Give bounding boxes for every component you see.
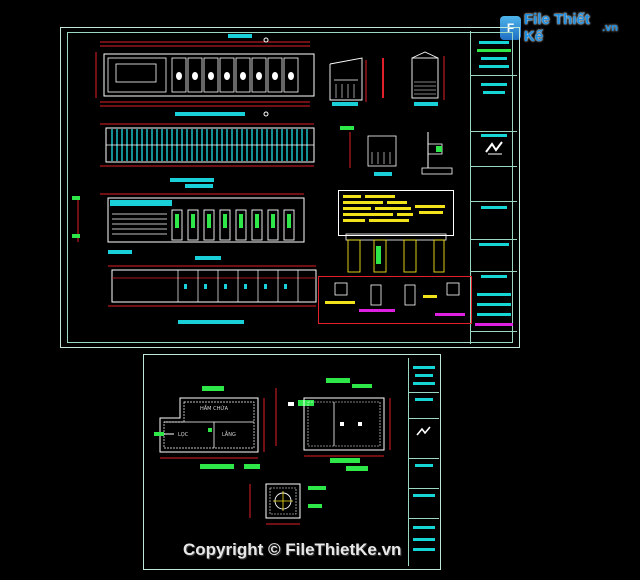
sheet-1-inner-border [67,32,513,343]
manhole-detail [249,483,326,525]
room-label-tank: HẦM CHỨA [200,406,229,412]
logo-text: File Thiết Kế [524,11,590,45]
room-label-lang: LẮNG [222,432,236,438]
foundation-details [318,276,472,324]
partition-detail [340,126,397,176]
drawing-sheet-1 [60,27,520,348]
rear-elevation [108,265,317,307]
front-elevation [72,193,305,243]
room-label-loc: LỌC [178,432,189,438]
wall-section-detail [329,57,367,106]
filethietke-logo: F File Thiết Kế .vn [500,11,618,45]
sheet-1-title-block [470,31,517,344]
door-detail [411,51,445,106]
drawing-sheet-2 [143,354,441,570]
copyright-watermark: Copyright © FileThietKe.vn [183,540,402,559]
sink-detail [421,132,453,175]
logo-badge-icon: F [500,16,522,40]
roof-plan [100,123,315,167]
signature-stamp-icon [485,141,503,155]
septic-tank-plan [154,386,265,459]
general-notes-block [338,190,454,236]
sheet-2-title-block [408,358,439,566]
door-frame-elevation [345,233,447,273]
signature-stamp-icon-2 [416,426,431,436]
septic-tank-section [275,378,391,457]
toilet-floor-plan [95,37,315,117]
logo-suffix: .vn [602,22,618,34]
